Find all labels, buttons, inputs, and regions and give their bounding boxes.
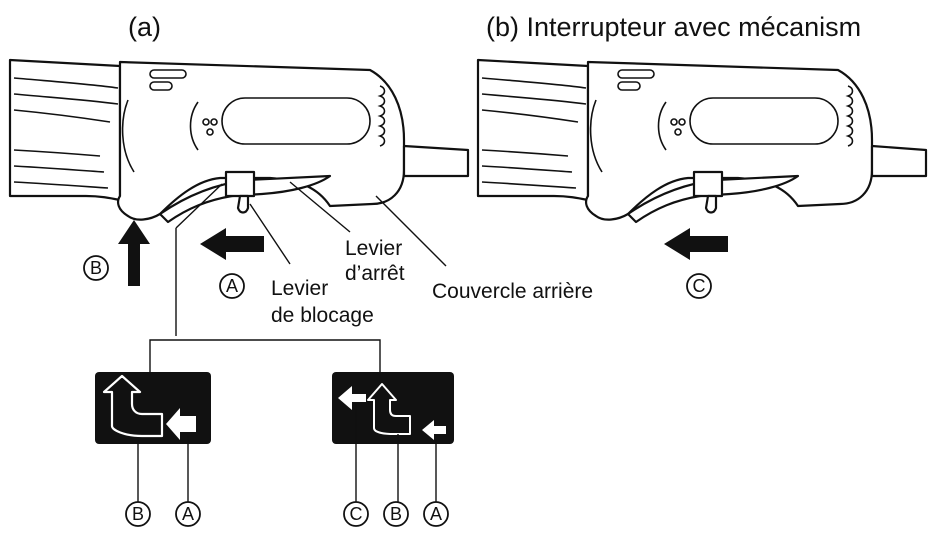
sequence-box-1-icon — [95, 372, 211, 444]
box2-marker-b-circle — [383, 501, 409, 527]
box2-marker-b-label: B — [390, 504, 402, 524]
box2-marker-a-circle — [423, 501, 449, 527]
box1-marker-b-circle — [125, 501, 151, 527]
sequence-bracket — [149, 339, 381, 372]
box2-marker-a-label: A — [430, 504, 442, 524]
marker-a-label: A — [226, 276, 238, 296]
marker-a-circle — [219, 273, 245, 299]
marker-b-circle — [83, 255, 109, 281]
box2-marker-c-circle — [343, 501, 369, 527]
arrow-up-b-icon — [118, 220, 150, 286]
leader-stop-lever — [289, 181, 351, 233]
box1-marker-a-label: A — [182, 504, 194, 524]
leader-rear-cover — [375, 195, 447, 267]
marker-c-label: C — [693, 276, 706, 296]
lock-lever-label-line1: Levier — [271, 277, 328, 300]
lock-lever-label-line2: de blocage — [271, 304, 374, 327]
panel-a-title: (a) — [128, 12, 161, 42]
box1-marker-b-label: B — [132, 504, 144, 524]
marker-b-label: B — [90, 258, 102, 278]
stop-lever-label-line2: d’arrêt — [345, 262, 405, 285]
box2-marker-c-label: C — [350, 504, 363, 524]
panel-b-title: (b) Interrupteur avec mécanism — [486, 12, 861, 42]
arrow-left-c-icon — [664, 228, 728, 260]
stop-lever-label-line1: Levier — [345, 237, 402, 260]
tool-body-b-icon — [476, 58, 928, 224]
arrow-left-a-icon — [200, 228, 264, 260]
box1-marker-a-circle — [175, 501, 201, 527]
leader-lock-lever-label — [249, 203, 291, 265]
leader-lock-lever — [175, 183, 223, 336]
tool-body-a-icon — [8, 58, 470, 224]
marker-c-circle — [686, 273, 712, 299]
sequence-box-2-icon — [332, 372, 454, 444]
rear-cover-label: Couvercle arrière — [432, 280, 593, 303]
